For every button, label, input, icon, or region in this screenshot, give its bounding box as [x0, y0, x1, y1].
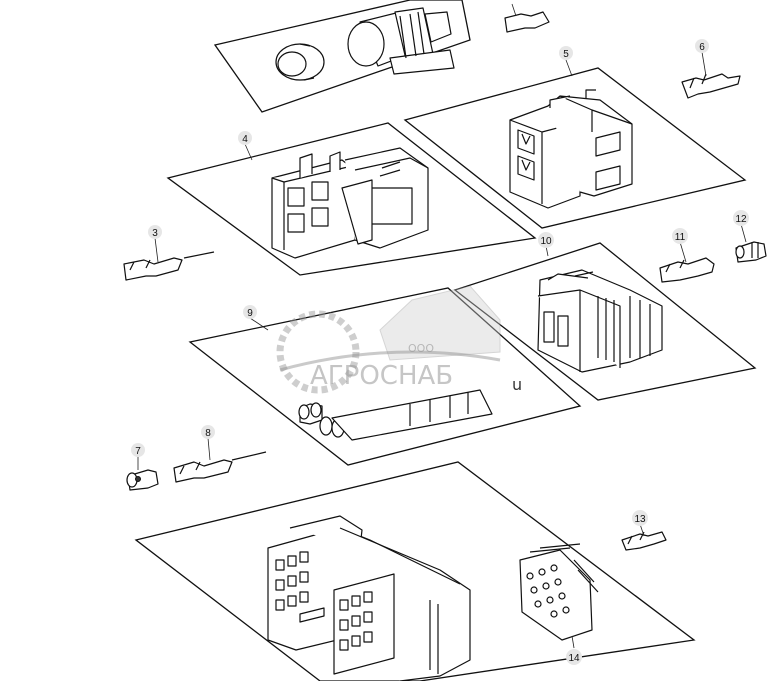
terminal-6 [681, 73, 741, 99]
callout-4: 4 [238, 131, 253, 161]
terminal-13 [621, 531, 667, 551]
svg-text:АГРОСНАБ: АГРОСНАБ [310, 361, 453, 391]
plate-5 [403, 67, 747, 229]
plate-14 [134, 461, 696, 681]
callout-9: 9 [243, 305, 269, 331]
svg-text:u: u [512, 375, 522, 394]
plate-10 [453, 242, 757, 401]
svg-text:5: 5 [563, 49, 569, 60]
svg-text:3: 3 [152, 228, 158, 239]
callout-12: 12 [733, 210, 749, 243]
terminal-11 [659, 257, 715, 283]
callout-11: 11 [672, 228, 688, 263]
watermark-logo: ООО АГРОСНАБ u [276, 285, 522, 394]
svg-text:7: 7 [135, 446, 141, 457]
callout-8: 8 [201, 425, 215, 461]
svg-text:12: 12 [735, 214, 747, 225]
svg-text:8: 8 [205, 428, 211, 439]
svg-text:11: 11 [675, 232, 686, 243]
svg-text:4: 4 [242, 134, 248, 145]
svg-text:13: 13 [634, 514, 646, 525]
terminal-8 [173, 451, 267, 483]
svg-text:9: 9 [247, 308, 253, 319]
callout-3: 3 [148, 225, 162, 263]
plate-9 [188, 287, 582, 466]
callout-14: 14 [566, 635, 582, 665]
plate-4 [166, 122, 537, 276]
callout-10: 10 [538, 232, 554, 257]
callout-5: 5 [559, 46, 573, 77]
callout-7: 7 [131, 443, 145, 470]
seal-7 [126, 469, 159, 491]
terminal-3 [123, 251, 215, 281]
svg-text:ООО: ООО [408, 342, 434, 355]
callout-13: 13 [632, 510, 648, 537]
terminal-top [504, 3, 550, 33]
svg-text:10: 10 [540, 236, 552, 247]
svg-text:6: 6 [699, 42, 705, 53]
svg-text:14: 14 [568, 653, 580, 664]
callout-6: 6 [695, 39, 709, 77]
seal-12 [735, 241, 767, 263]
plate-top [213, 0, 471, 113]
